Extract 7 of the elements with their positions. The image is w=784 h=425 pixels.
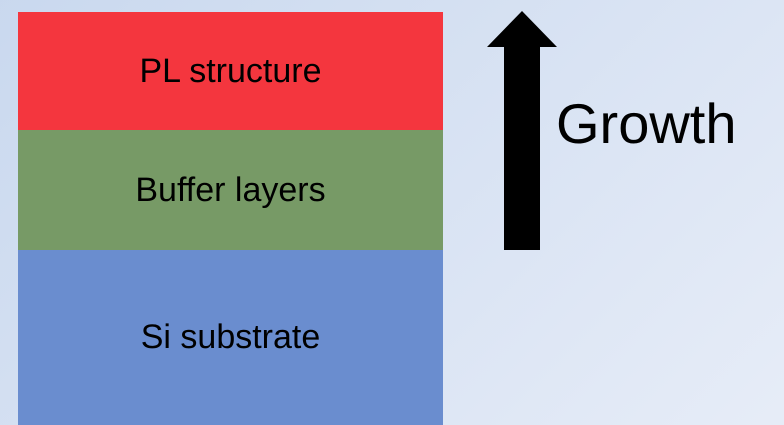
layer-block <box>18 250 443 425</box>
layer-block <box>18 12 443 130</box>
layer-label: PL structure <box>139 52 322 90</box>
layer-label: Si substrate <box>140 318 320 357</box>
direction-label: Growth <box>556 96 736 152</box>
layer-block <box>18 130 443 250</box>
layer-label: Buffer layers <box>135 170 326 210</box>
